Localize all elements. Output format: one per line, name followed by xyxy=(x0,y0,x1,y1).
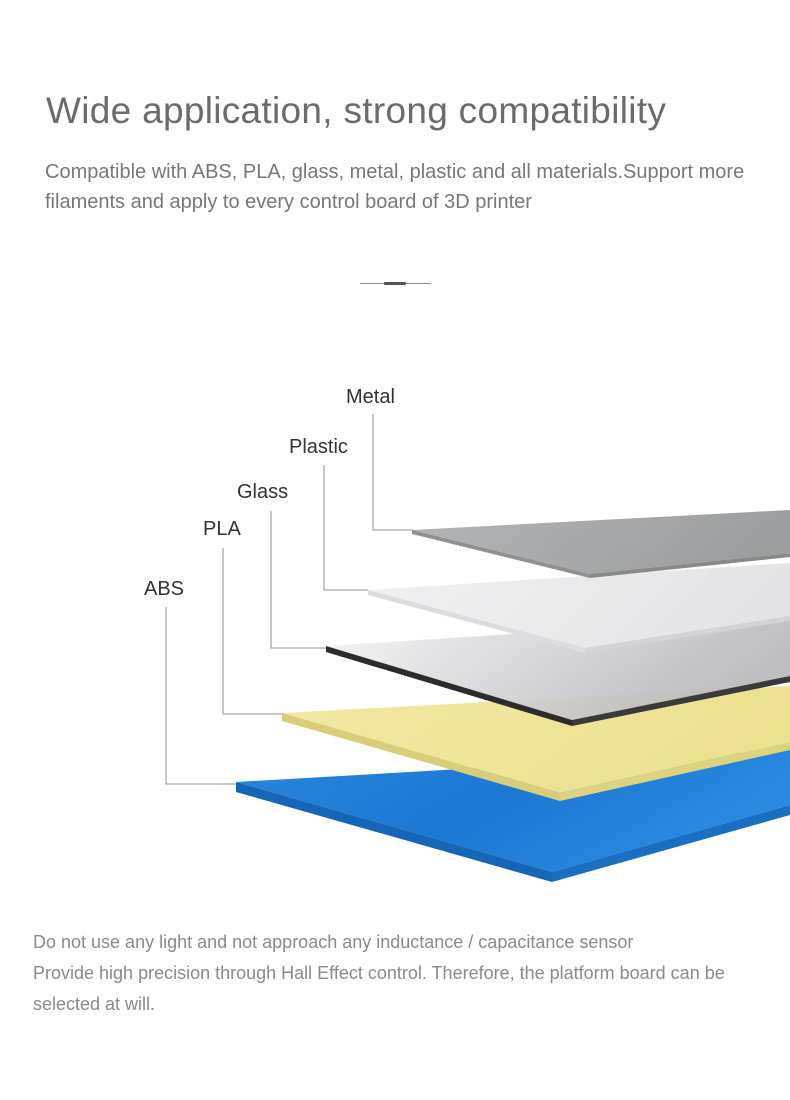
pla-sheet xyxy=(282,686,790,801)
plastic-sheet xyxy=(368,563,790,653)
footer-notes: Do not use any light and not approach an… xyxy=(33,927,773,1020)
label-pla: PLA xyxy=(203,518,241,540)
leader-line-pla xyxy=(222,548,282,715)
metal-sheet xyxy=(412,510,790,578)
leader-lines xyxy=(165,414,412,785)
footer-line-2: Provide high precision through Hall Effe… xyxy=(33,963,725,1014)
divider-accent xyxy=(384,282,406,285)
label-glass: Glass xyxy=(237,481,289,503)
footer-line-1: Do not use any light and not approach an… xyxy=(33,932,634,952)
layers-graphic xyxy=(165,414,790,882)
page-title: Wide application, strong compatibility xyxy=(46,90,667,131)
glass-sheet xyxy=(326,616,790,726)
label-metal: Metal xyxy=(346,386,395,408)
leader-line-abs xyxy=(165,607,236,785)
leader-line-metal xyxy=(372,414,412,531)
label-plastic: Plastic xyxy=(289,436,348,458)
leader-line-plastic xyxy=(323,465,368,591)
page-subtitle: Compatible with ABS, PLA, glass, metal, … xyxy=(45,161,745,213)
leader-line-glass xyxy=(270,511,326,649)
material-layers-illustration xyxy=(0,370,790,910)
section-divider xyxy=(360,281,431,287)
label-abs: ABS xyxy=(144,578,185,600)
